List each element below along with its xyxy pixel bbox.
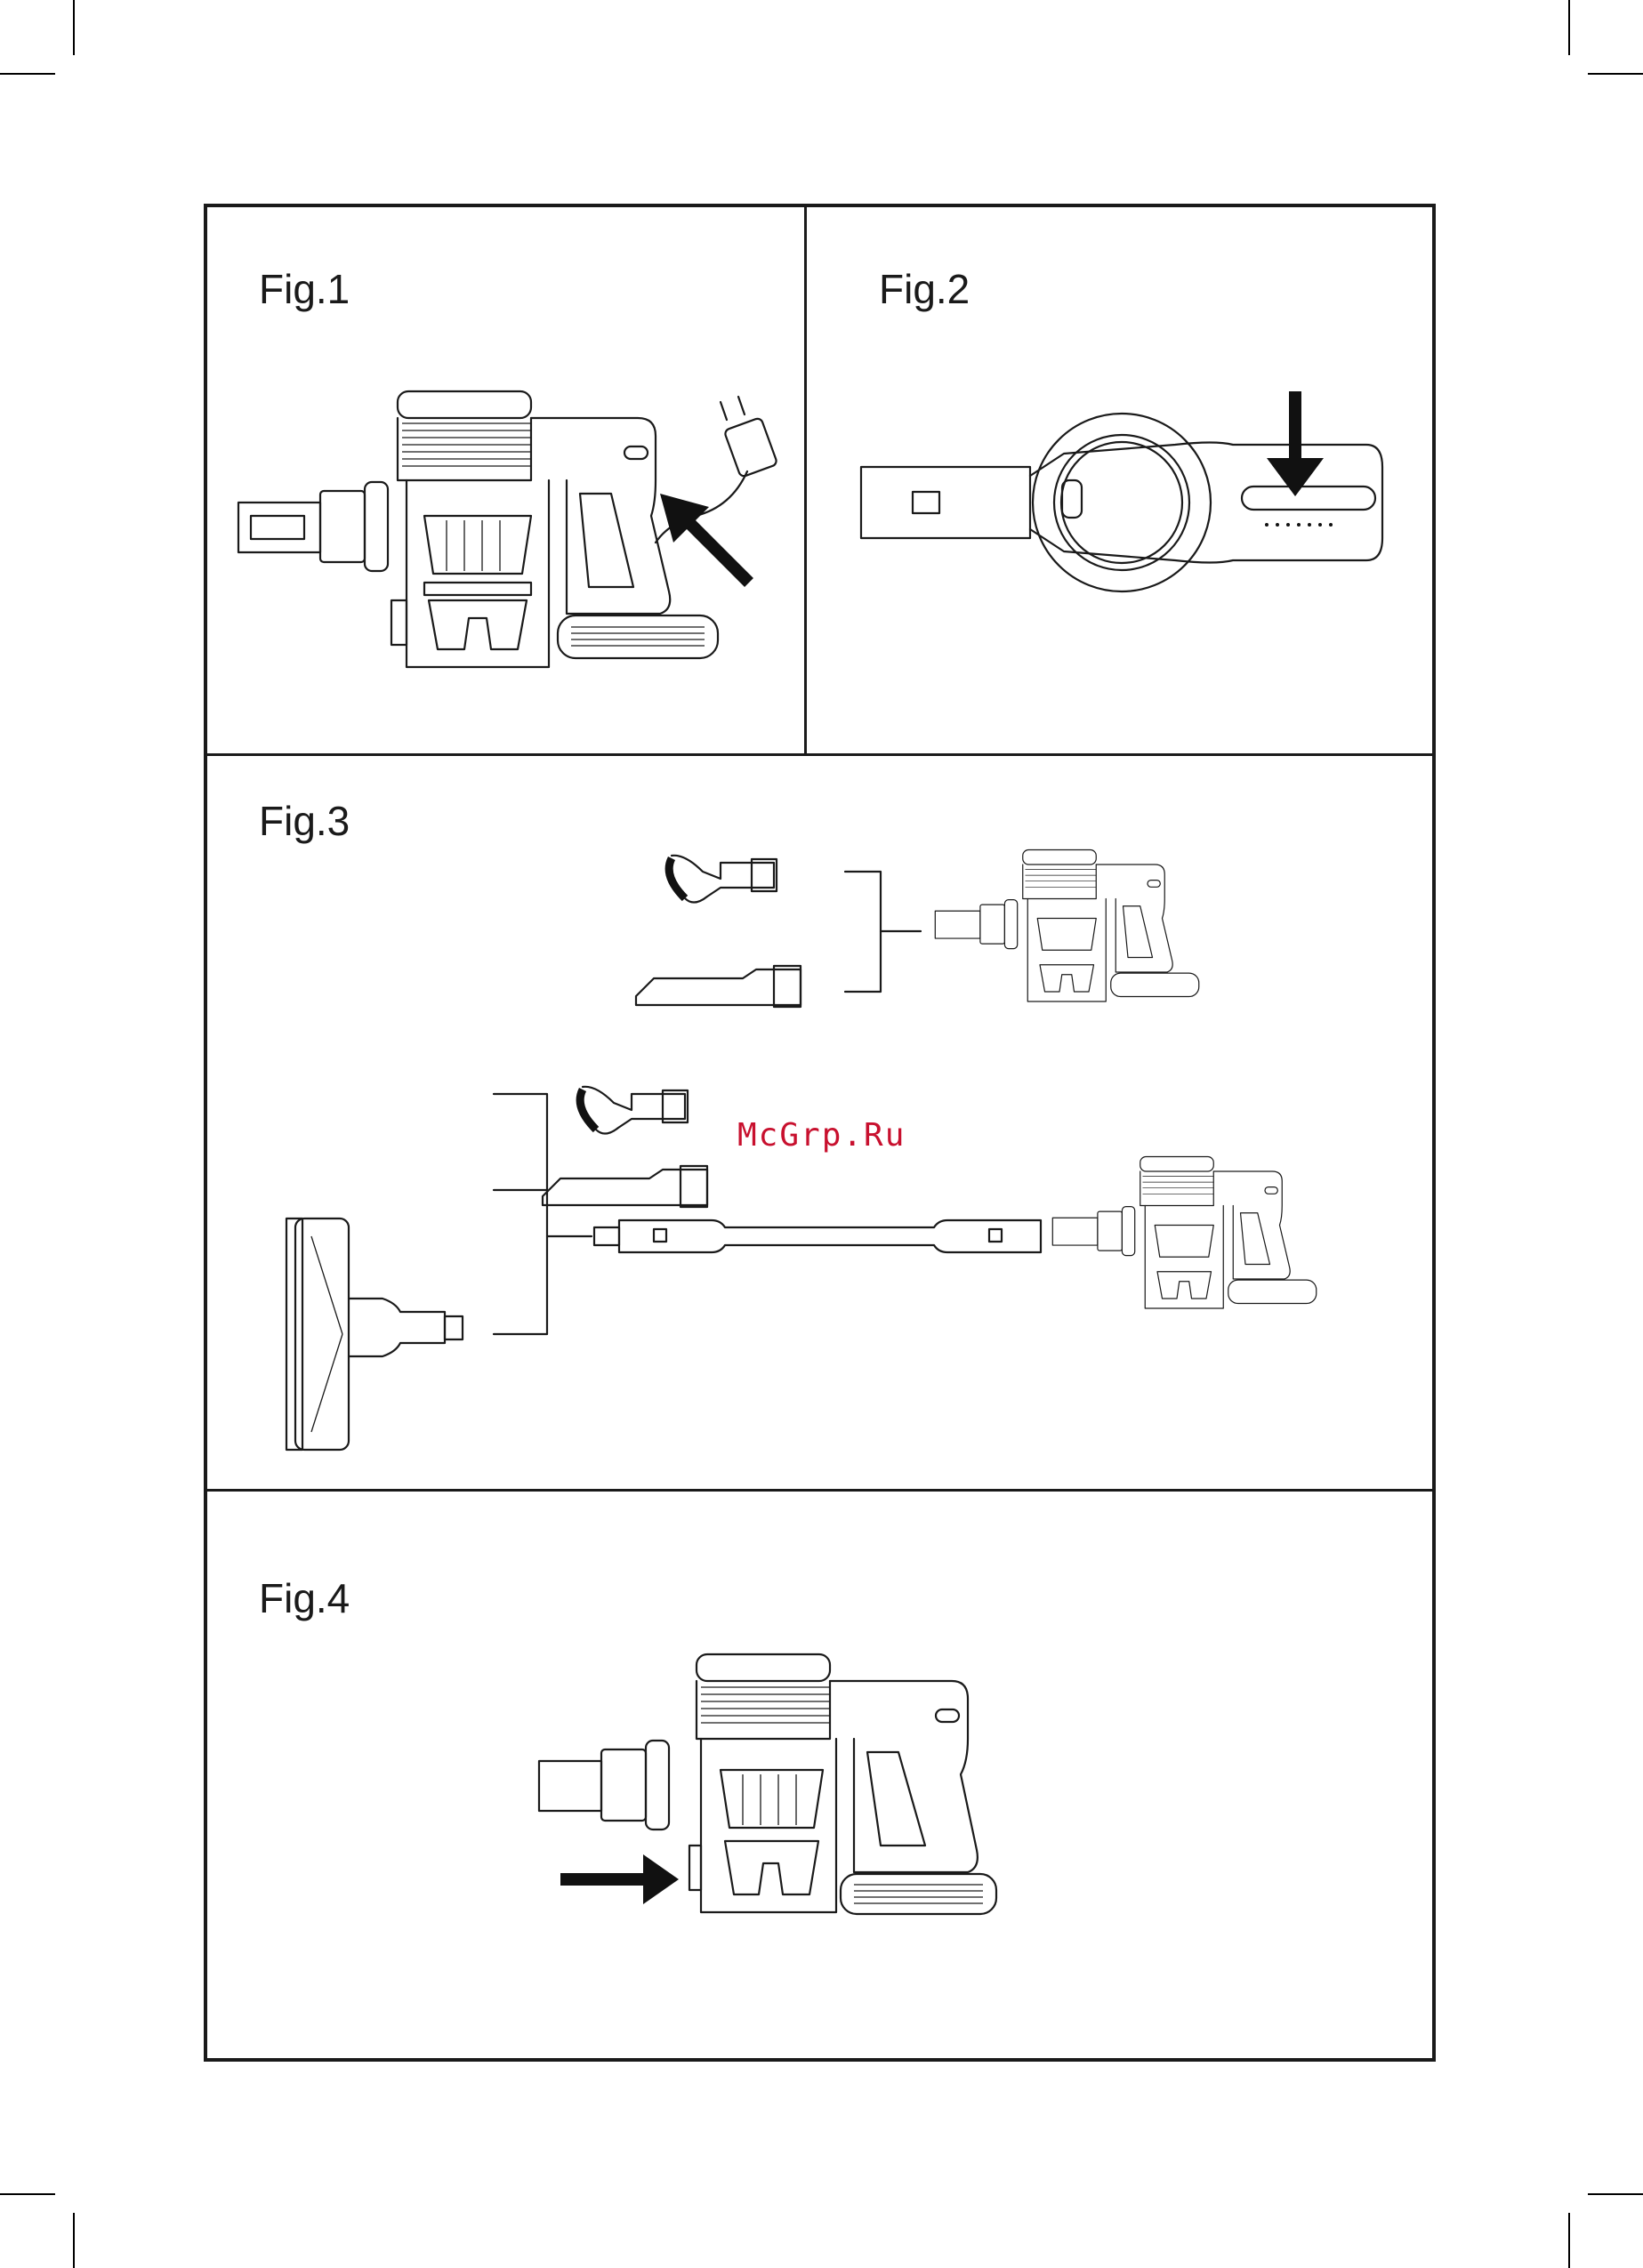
crop-mark bbox=[73, 0, 75, 55]
vacuum-handheld-icon bbox=[935, 850, 1198, 1002]
crop-mark bbox=[0, 2193, 55, 2195]
divider bbox=[205, 1489, 1434, 1492]
fig1-illustration bbox=[233, 382, 785, 685]
arrow-icon bbox=[560, 1854, 679, 1904]
crevice-tool-icon bbox=[543, 1166, 707, 1207]
floor-brush-icon bbox=[286, 1218, 463, 1450]
crop-mark bbox=[0, 73, 55, 75]
vacuum-handheld-icon bbox=[238, 391, 718, 667]
fig2-illustration bbox=[859, 391, 1393, 623]
divider bbox=[804, 205, 807, 753]
crop-mark bbox=[1568, 2213, 1570, 2268]
fig4-arrow bbox=[559, 1853, 683, 1906]
arrow-icon bbox=[660, 494, 749, 583]
extension-tube-icon bbox=[594, 1220, 1041, 1252]
fig4-label: Fig.4 bbox=[259, 1578, 350, 1619]
divider bbox=[205, 753, 1434, 756]
crop-mark bbox=[1588, 73, 1643, 75]
crevice-tool-icon bbox=[636, 966, 801, 1007]
vacuum-handheld-icon bbox=[1052, 1157, 1316, 1309]
vacuum-handheld-icon bbox=[861, 414, 1382, 591]
fig1-label: Fig.1 bbox=[259, 269, 350, 310]
crop-mark bbox=[73, 2213, 75, 2268]
brush-nozzle-icon bbox=[669, 856, 777, 903]
crop-mark bbox=[1588, 2193, 1643, 2195]
fig2-label: Fig.2 bbox=[879, 269, 970, 310]
crop-mark bbox=[1568, 0, 1570, 55]
fig3-illustration bbox=[267, 836, 1397, 1459]
brush-nozzle-icon bbox=[580, 1087, 688, 1134]
